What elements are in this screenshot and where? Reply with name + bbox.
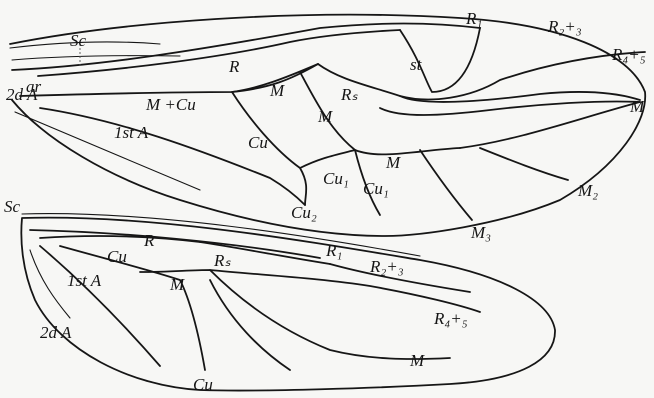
- label-hw-r1: R₁: [325, 241, 342, 260]
- label-fw-r1: R₁: [465, 9, 482, 28]
- hindwing-m-lower: [209, 279, 291, 371]
- label-fw-cu: Cu: [248, 133, 268, 152]
- label-hw-m-right: M: [409, 351, 425, 370]
- forewing-r-vein: [37, 29, 401, 77]
- label-hw-sc: Sc: [4, 197, 21, 216]
- forewing-mcu-vein: [19, 63, 319, 97]
- forewing-stigma: [399, 27, 481, 93]
- hindwing-2a-vein: [29, 249, 71, 319]
- forewing-rs-loop: [379, 100, 641, 116]
- hindwing-cu-vein: [59, 245, 206, 371]
- label-fw-cu2: Cu₂: [291, 203, 317, 222]
- label-fw-m-upper: M: [269, 81, 285, 100]
- label-hw-1a: 1st A: [67, 271, 102, 290]
- forewing-m-right: [459, 101, 641, 149]
- forewing-1a-vein: [39, 107, 306, 206]
- hindwing-rs-loop: [209, 269, 481, 313]
- forewing-m2-vein: [479, 147, 569, 181]
- forewing-r45-vein: [399, 91, 641, 103]
- label-hw-cu-bottom: Cu: [193, 375, 213, 394]
- hindwing-r23-vein: [329, 263, 471, 293]
- label-fw-mcu: M +Cu: [145, 95, 196, 114]
- label-fw-m3: M₃: [470, 223, 491, 242]
- hindwing-r-vein: [39, 235, 201, 243]
- label-fw-1a: 1st A: [114, 123, 149, 142]
- forewing-rs-vein: [317, 51, 646, 101]
- forewing-labels: Sc R₁ R₂+₃ R₄+₅ st R ar M +Cu M Rₛ M M 2…: [6, 9, 646, 242]
- label-fw-m2: M₂: [577, 181, 598, 200]
- label-fw-cu1a: Cu₁: [323, 169, 349, 188]
- label-hw-m: M: [169, 275, 185, 294]
- label-fw-ar: ar: [26, 77, 42, 96]
- forewing-costa-lines: [9, 41, 161, 49]
- forewing-2a-vein: [14, 111, 201, 191]
- forewing-cu1-vein: [299, 149, 356, 169]
- forewing-cu1-cross: [354, 149, 381, 216]
- label-fw-m-right: M: [629, 97, 645, 116]
- hindwing-1a-vein: [39, 245, 161, 367]
- forewing-m3-vein: [419, 149, 473, 221]
- label-fw-r45: R₄+₅: [611, 45, 646, 64]
- label-fw-m-mid: M: [317, 107, 333, 126]
- label-fw-sc: Sc: [70, 31, 87, 50]
- label-fw-r: R: [228, 57, 240, 76]
- label-hw-2a: 2d A: [40, 323, 72, 342]
- label-fw-rs: Rₛ: [340, 85, 358, 104]
- forewing: [9, 13, 647, 237]
- label-hw-r23: R₂+₃: [369, 257, 404, 276]
- hindwing-m-vein: [139, 269, 451, 360]
- label-hw-r: R: [143, 231, 155, 250]
- label-fw-r23: R₂+₃: [547, 17, 582, 36]
- forewing-cu-vein: [231, 91, 308, 206]
- hindwing-outline: [20, 216, 556, 392]
- forewing-outline: [9, 13, 647, 237]
- label-fw-m-lower: M: [385, 153, 401, 172]
- label-fw-cu1b: Cu₁: [363, 179, 389, 198]
- label-fw-st: st: [410, 55, 423, 74]
- label-hw-rs: Rₛ: [213, 251, 231, 270]
- label-hw-cu: Cu: [107, 247, 127, 266]
- hindwing-rs-vein: [199, 241, 331, 265]
- hindwing-costa: [21, 213, 421, 257]
- hindwing: [20, 213, 556, 392]
- hindwing-sc-vein: [29, 229, 321, 259]
- hindwing-labels: Sc R R₁ Rₛ R₂+₃ Cu M 1st A R₄+₅ 2d A M C…: [4, 197, 468, 394]
- label-fw-2a: 2d A: [6, 85, 38, 104]
- forewing-sc-vein: [11, 22, 481, 71]
- label-hw-r45: R₄+₅: [433, 309, 468, 328]
- forewing-m-vein: [231, 63, 319, 93]
